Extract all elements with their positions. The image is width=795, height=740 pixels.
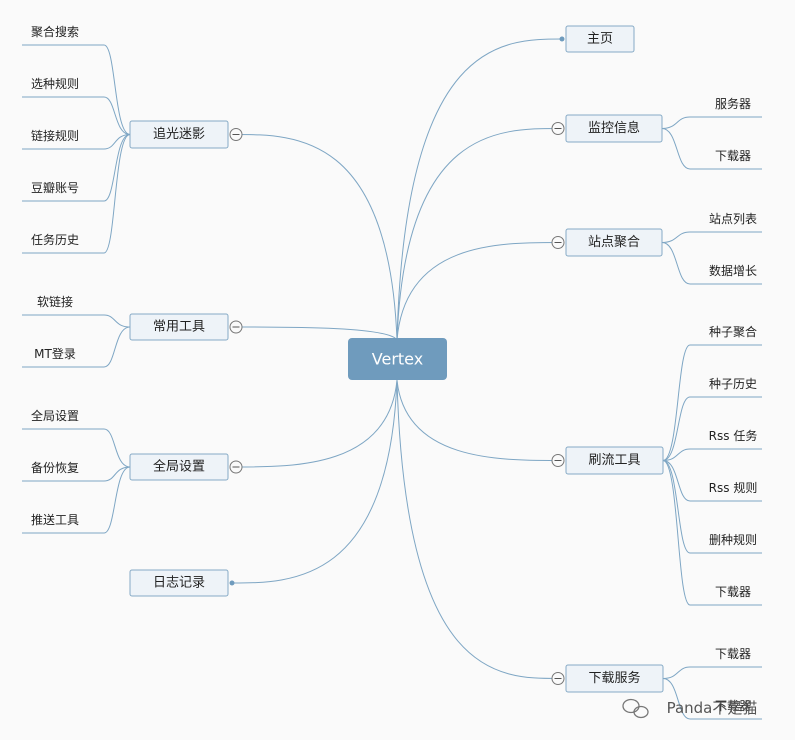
branch-node[interactable]: [129, 120, 229, 149]
leaf-node-label: 豆瓣账号: [31, 181, 79, 195]
connector-root-2: [396, 128, 559, 341]
root-node[interactable]: [348, 338, 447, 380]
leaf-node-label: 软链接: [37, 294, 73, 309]
leaf-connector: [103, 96, 131, 135]
leaf-node-label: Rss 规则: [709, 480, 758, 495]
leaf-connector: [662, 344, 691, 461]
leaf-connector: [661, 231, 691, 243]
branch-node-label: 主页: [587, 32, 613, 47]
branch-node-label: 日志记录: [153, 576, 205, 591]
leaf-node-label: MT登录: [34, 346, 76, 361]
connector-root-3: [396, 242, 559, 341]
leaf-node-label: 推送工具: [31, 512, 79, 527]
branch-node[interactable]: [565, 228, 663, 257]
leaf-connector: [662, 396, 691, 461]
branch-node[interactable]: [565, 446, 664, 475]
leaf-node-label: 全局设置: [31, 408, 79, 423]
connector-root-5: [396, 379, 559, 679]
connector-root-1: [396, 38, 563, 341]
leaf-node-label: 数据增长: [709, 263, 757, 278]
leaf-connector: [661, 116, 691, 129]
connector-root-4: [396, 379, 559, 461]
leaf-connector: [103, 466, 131, 534]
leaf-node-label: 下载器: [715, 149, 751, 163]
leaf-node-label: 选种规则: [31, 76, 79, 91]
branch-node[interactable]: [129, 569, 229, 597]
branch-node-label: 监控信息: [588, 120, 640, 136]
leaf-connector: [103, 326, 131, 368]
leaf-connector: [662, 460, 691, 554]
leaf-node-label: 备份恢复: [31, 461, 79, 475]
branch-node-label: 下载服务: [588, 670, 640, 686]
leaf-connector: [103, 44, 131, 135]
leaf-node-label: 删种规则: [709, 532, 757, 547]
leaf-connector: [661, 128, 691, 170]
leaf-connector: [103, 314, 131, 328]
wechat-icon: [622, 698, 649, 719]
leaf-connector: [661, 242, 691, 285]
branch-node-label: 追光迷影: [153, 126, 205, 142]
branch-node-label: 站点聚合: [588, 235, 640, 250]
leaf-connector: [662, 448, 691, 461]
connector-root-4: [231, 379, 398, 584]
endpoint-dot-icon: [559, 36, 565, 42]
branch-node[interactable]: [565, 664, 664, 693]
endpoint-dot-icon: [229, 580, 235, 586]
branch-node-label: 全局设置: [153, 459, 205, 475]
leaf-node-label: 种子聚合: [709, 324, 757, 339]
leaf-connector: [103, 466, 131, 482]
leaf-node-label: 下载器: [715, 647, 751, 661]
branch-node[interactable]: [129, 453, 229, 481]
leaf-connector: [103, 428, 131, 468]
leaf-connector: [662, 460, 691, 606]
leaf-node-label: 任务历史: [31, 232, 79, 247]
leaf-node-label: 下载器: [715, 585, 751, 599]
leaf-node-label: Rss 任务: [709, 428, 758, 443]
leaf-node-label: 服务器: [715, 96, 751, 111]
leaf-connector: [103, 134, 131, 202]
leaf-node-label: 聚合搜索: [31, 24, 79, 39]
connector-root-2: [235, 326, 398, 341]
branch-node[interactable]: [129, 313, 229, 341]
watermark-text: Panda不是猫: [667, 699, 758, 717]
connector-root-3: [235, 379, 398, 468]
leaf-connector: [662, 678, 691, 720]
leaf-connector: [103, 134, 131, 254]
branch-node-label: 常用工具: [153, 320, 205, 335]
root-node-label: Vertex: [372, 350, 423, 369]
branch-node-label: 刷流工具: [588, 453, 640, 468]
leaf-node-label: 站点列表: [709, 212, 757, 226]
leaf-node-label: 下载器: [715, 699, 751, 713]
leaf-node-label: 种子历史: [709, 377, 757, 391]
branch-node[interactable]: [565, 25, 635, 53]
leaf-connector: [103, 134, 131, 150]
branch-node[interactable]: [565, 114, 663, 143]
leaf-connector: [662, 460, 691, 502]
leaf-connector: [662, 666, 691, 679]
connector-root-1: [235, 134, 398, 341]
leaf-node-label: 链接规则: [31, 128, 79, 143]
